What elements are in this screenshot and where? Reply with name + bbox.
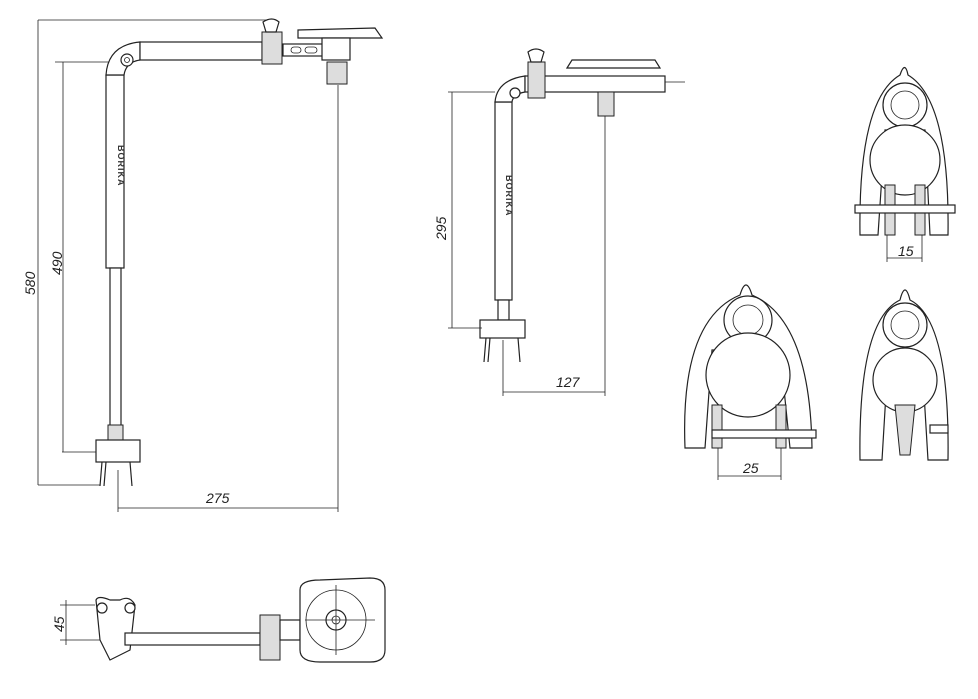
side-view-extended: 580 490 BORIKA 275 [22,18,384,512]
dimension-15: 15 [898,243,914,259]
side-view-compact: BORIKA 295 127 [433,48,685,396]
dimension-275: 275 [205,490,230,506]
clamp-view-small: 15 [854,66,956,262]
svg-text:BORIKA: BORIKA [504,175,514,217]
top-view: 45 [51,577,386,663]
dimension-25: 25 [742,460,759,476]
clamp-view-large: 25 [684,284,817,480]
dimension-127: 127 [556,374,581,390]
clamp-view-closed [859,289,949,461]
dimension-580: 580 [22,271,38,295]
brand-logo: BORIKA [116,145,126,187]
dimension-45: 45 [51,616,67,632]
dimension-295: 295 [433,216,449,241]
dimension-490: 490 [49,251,65,275]
